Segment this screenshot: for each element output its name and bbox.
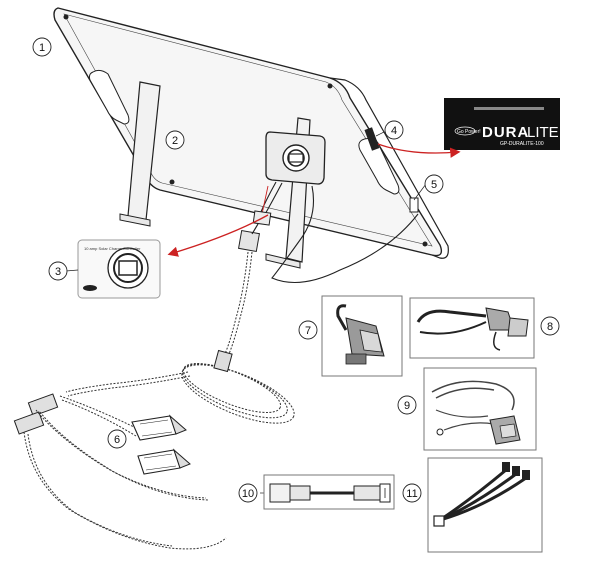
label-brand: DURA bbox=[482, 124, 529, 141]
controller-detail bbox=[77, 239, 161, 299]
label-model: GP-DURALITE-100 bbox=[500, 141, 544, 147]
svg-text:7: 7 bbox=[305, 325, 311, 337]
charge-controller bbox=[265, 131, 326, 185]
callout-1: 1 bbox=[32, 37, 52, 57]
callout-11: 11 bbox=[402, 483, 422, 503]
leader-lines bbox=[65, 131, 427, 494]
cable-detail-8 bbox=[409, 297, 535, 359]
svg-text:9: 9 bbox=[404, 400, 410, 412]
svg-text:3: 3 bbox=[55, 266, 61, 278]
svg-text:11: 11 bbox=[406, 488, 417, 500]
svg-text:2: 2 bbox=[172, 135, 178, 147]
callout-2: 2 bbox=[165, 130, 185, 150]
extension-cable bbox=[65, 251, 295, 424]
side-port bbox=[409, 197, 419, 213]
alligator-clamp-cable bbox=[13, 393, 227, 550]
label-logo-text: Go Power! bbox=[457, 129, 481, 135]
callout-6: 6 bbox=[107, 429, 127, 449]
arrow-to-label-detail bbox=[377, 143, 461, 158]
label-detail bbox=[444, 98, 560, 150]
alligator-clamp-lower bbox=[137, 448, 191, 475]
adapter-detail-10 bbox=[263, 474, 395, 510]
cable-detail-9 bbox=[423, 367, 537, 451]
label-brand-suffix: LITE bbox=[527, 124, 559, 141]
svg-text:10: 10 bbox=[242, 488, 254, 500]
alligator-clamp-upper bbox=[131, 414, 187, 441]
callout-3: 3 bbox=[48, 261, 68, 281]
svg-text:5: 5 bbox=[431, 179, 437, 191]
callout-4: 4 bbox=[384, 120, 404, 140]
callout-10: 10 bbox=[238, 483, 258, 503]
callout-7: 7 bbox=[298, 320, 318, 340]
connector-detail bbox=[321, 295, 403, 377]
splitter-detail-11 bbox=[427, 457, 543, 553]
callout-9: 9 bbox=[397, 395, 417, 415]
svg-text:6: 6 bbox=[114, 434, 120, 446]
solar-panel bbox=[53, 7, 449, 259]
panel-connector bbox=[237, 210, 272, 253]
svg-text:1: 1 bbox=[39, 42, 45, 54]
callout-5: 5 bbox=[424, 174, 444, 194]
callout-8: 8 bbox=[540, 316, 560, 336]
detail-arrows bbox=[167, 143, 461, 257]
svg-text:4: 4 bbox=[391, 125, 397, 137]
cable-tie bbox=[213, 349, 233, 373]
arrow-to-controller-detail bbox=[167, 214, 269, 257]
kickstand-left bbox=[119, 81, 161, 227]
controller-detail-title: 10 amp Solar Charge Controller bbox=[84, 246, 141, 251]
svg-text:8: 8 bbox=[547, 321, 553, 333]
